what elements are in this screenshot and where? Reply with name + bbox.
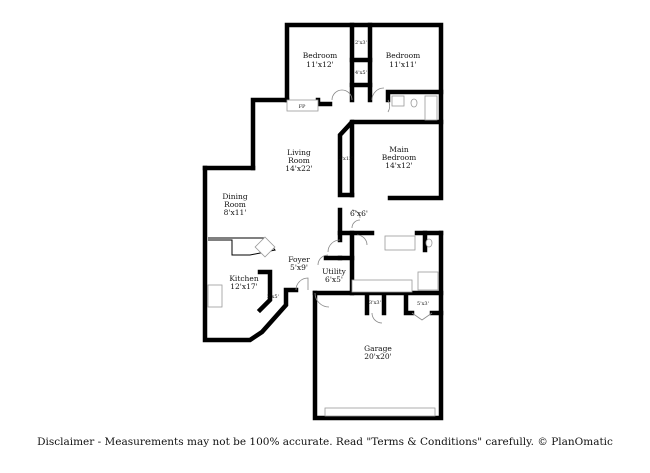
- room-labels: Bedroom 11'x12' Bedroom 11'x11' Living R…: [222, 40, 429, 361]
- foyer-size: 5'x9': [290, 263, 308, 272]
- bathtub-2: [384, 235, 416, 251]
- garage-size: 20'x20': [364, 352, 391, 361]
- living-size: 14'x22': [285, 164, 312, 173]
- living-name2: Room: [288, 156, 310, 165]
- main-bedroom-size: 14'x12': [385, 161, 412, 170]
- utility-size: 6'x5': [325, 275, 343, 284]
- hall-size: 6'x6': [350, 209, 368, 218]
- walls: [202, 22, 444, 421]
- dining-name1: Dining: [222, 192, 247, 201]
- main-closet: 2'x12': [338, 156, 353, 162]
- foyer-name: Foyer: [288, 255, 310, 264]
- kitchen-size: 12'x17': [230, 282, 257, 291]
- shower: [417, 271, 439, 291]
- dining-name2: Room: [224, 200, 246, 209]
- bedroom2-size: 11'x11': [389, 60, 416, 69]
- toilet-2: [425, 238, 433, 248]
- closet-c2: 4'x5': [355, 70, 367, 76]
- living-name1: Living: [287, 148, 311, 157]
- garage-door: [324, 407, 436, 417]
- fixtures: [207, 95, 439, 417]
- stove: [207, 284, 223, 308]
- disclaimer: Disclaimer - Measurements may not be 100…: [37, 436, 613, 448]
- toilet: [410, 98, 418, 108]
- garage-closet-2: 5'x3': [417, 301, 429, 307]
- main-bedroom-name1: Main: [389, 145, 409, 154]
- main-bedroom-name2: Bedroom: [382, 153, 416, 162]
- sink: [391, 95, 405, 107]
- kitchen-sink: [254, 236, 276, 258]
- garage-closet-1: 3'x3': [369, 300, 381, 306]
- kitchen-name: Kitchen: [229, 274, 258, 283]
- bedroom2-name: Bedroom: [386, 51, 420, 60]
- fireplace-label: FP: [299, 104, 306, 110]
- utility-name: Utility: [322, 267, 347, 276]
- pantry: 2'x5': [267, 294, 279, 300]
- vanity: [351, 279, 413, 293]
- dining-size: 8'x11': [224, 208, 247, 217]
- bedroom1-size: 11'x12': [306, 60, 333, 69]
- fireplace: [286, 99, 319, 112]
- garage-name: Garage: [364, 344, 392, 353]
- bedroom1-name: Bedroom: [303, 51, 337, 60]
- bathtub: [424, 95, 438, 121]
- doors: [295, 87, 433, 324]
- closet-c1: 2'x3': [355, 40, 367, 46]
